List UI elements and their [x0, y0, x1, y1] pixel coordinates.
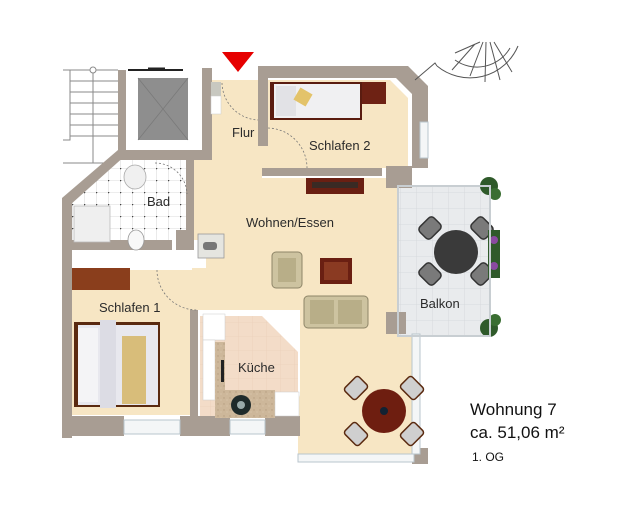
room-label-bad: Bad: [147, 194, 171, 209]
dining-table: [343, 375, 425, 447]
kitchen-fixtures: [202, 313, 300, 418]
balcony-railing: [397, 185, 491, 337]
wc-niche: [197, 233, 225, 259]
apartment-floor: 1. OG: [472, 450, 505, 464]
bed-schlafen1: [72, 268, 160, 408]
apartment-area: ca. 51,06 m²: [470, 423, 565, 442]
room-label-schlafen1: Schlafen 1: [99, 300, 161, 315]
room-label-wohnen: Wohnen/Essen: [246, 215, 334, 230]
room-label-balkon: Balkon: [420, 296, 460, 311]
balcony-table: [418, 216, 494, 286]
bed-schlafen2: [270, 82, 386, 120]
spiral-staircase: [414, 41, 519, 83]
wardrobe: [210, 82, 222, 115]
entrance-marker-icon: [222, 52, 254, 72]
living-furniture: [271, 251, 369, 329]
door-swing-entrance: [221, 82, 259, 121]
elevator-shaft: [126, 67, 206, 150]
staircase: [63, 66, 118, 164]
apartment-title: Wohnung 7: [470, 400, 557, 419]
room-label-kueche: Küche: [238, 360, 275, 375]
walls: [62, 66, 428, 464]
sideboard: [306, 178, 364, 194]
room-label-flur: Flur: [232, 125, 255, 140]
room-label-schlafen2: Schlafen 2: [309, 138, 371, 153]
bath-fixtures: [73, 162, 188, 251]
